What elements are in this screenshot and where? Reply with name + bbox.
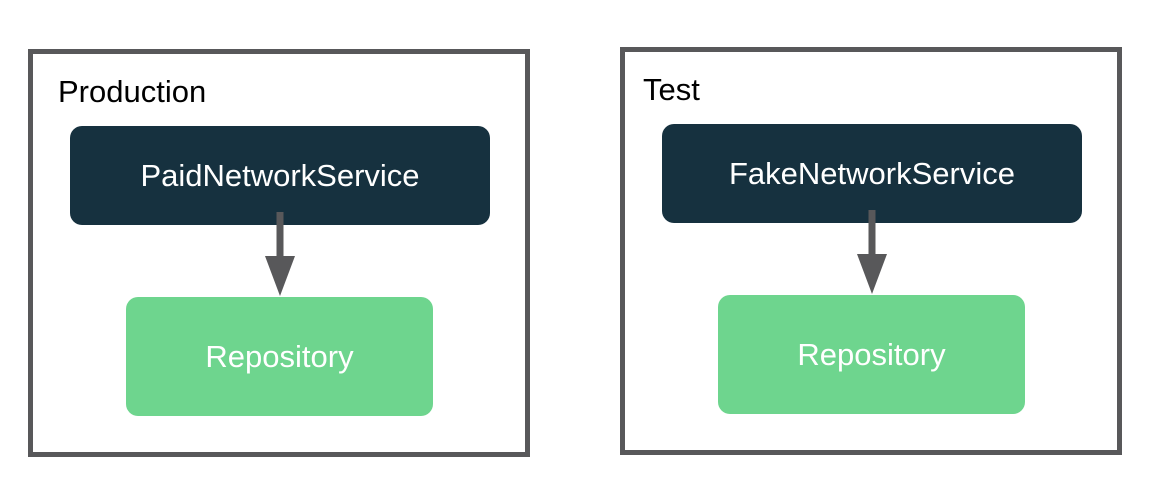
test-repository-node: Repository: [718, 295, 1025, 414]
arrow-down-icon: [857, 210, 887, 294]
production-container: Production PaidNetworkService Repository: [28, 49, 530, 457]
production-service-node: PaidNetworkService: [70, 126, 490, 225]
production-label: Production: [58, 74, 207, 109]
production-repository-node: Repository: [126, 297, 433, 416]
test-label: Test: [643, 72, 700, 107]
test-service-node: FakeNetworkService: [662, 124, 1082, 223]
arrow-down-icon: [265, 212, 295, 296]
test-container: Test FakeNetworkService Repository: [620, 47, 1122, 455]
